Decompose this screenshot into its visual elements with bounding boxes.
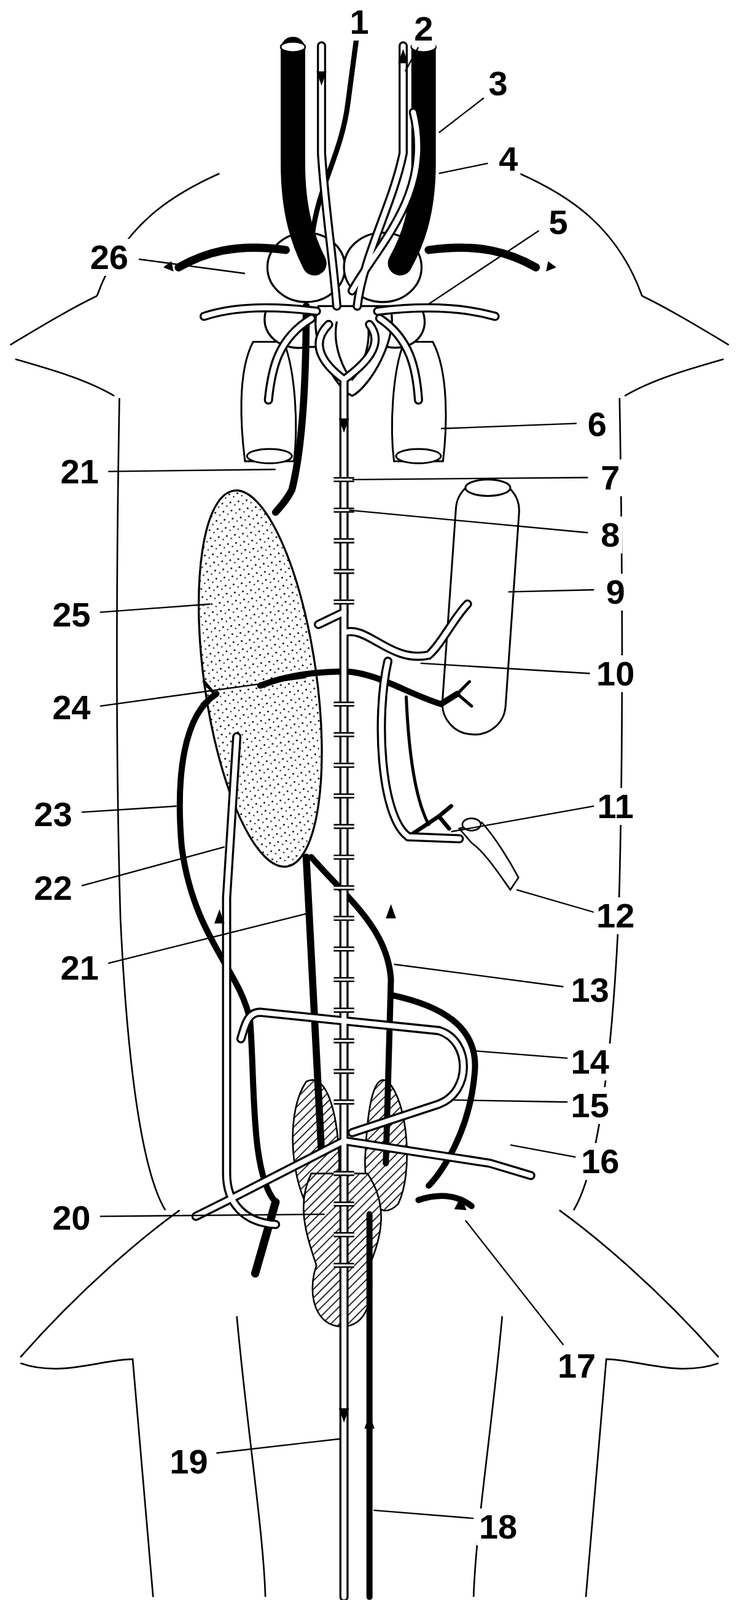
callout-number: 19 (167, 1443, 211, 1480)
callout-number: 1 (346, 3, 371, 41)
callout-number: 6 (585, 405, 610, 443)
callout-number: 13 (568, 971, 612, 1009)
callout-number: 25 (49, 596, 93, 634)
callout-number: 20 (49, 1199, 93, 1237)
callout-number: 17 (555, 1347, 599, 1385)
callout-number: 16 (578, 1142, 622, 1180)
callout-number: 18 (476, 1508, 520, 1546)
liver (178, 482, 343, 874)
callout-number: 7 (598, 459, 623, 497)
callout-number: 23 (31, 795, 75, 833)
veins (178, 32, 537, 1597)
callout-number: 4 (496, 140, 521, 178)
callout-number: 9 (603, 573, 628, 611)
callout-number: 8 (598, 516, 623, 554)
callout-number: 24 (49, 689, 93, 726)
callout-number: 26 (87, 238, 131, 276)
flow-arrows (163, 49, 557, 1429)
callout-number: 12 (593, 897, 637, 935)
callout-number: 21 (57, 949, 101, 987)
callout-number: 21 (57, 453, 101, 491)
callout-number: 11 (595, 787, 637, 825)
leader-lines (81, 36, 594, 1519)
callout-number: 3 (486, 65, 511, 102)
callout-number: 5 (546, 203, 571, 241)
callout-number: 22 (31, 869, 75, 907)
callout-number: 14 (568, 1043, 612, 1081)
callout-number: 15 (568, 1086, 612, 1124)
callout-number: 10 (593, 655, 637, 693)
arteries (195, 46, 531, 1597)
callout-number: 2 (411, 10, 436, 48)
